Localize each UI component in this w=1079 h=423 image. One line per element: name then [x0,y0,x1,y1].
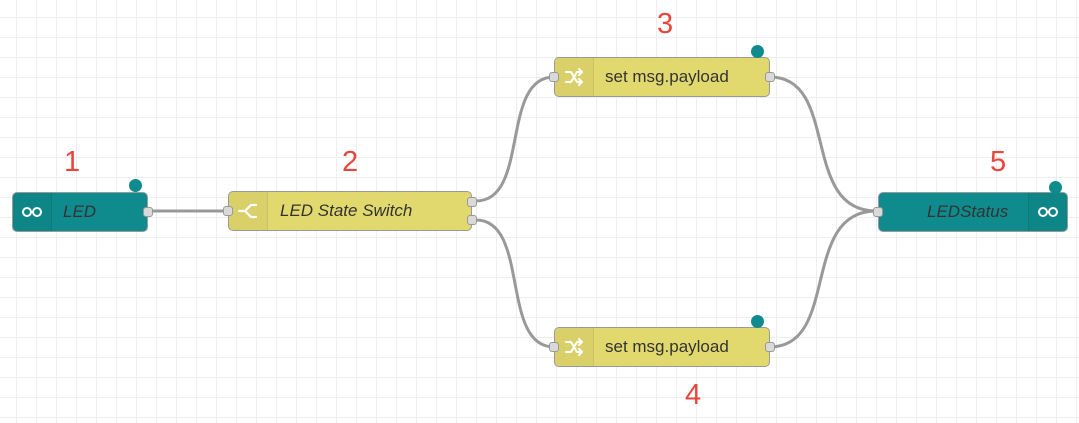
annotation-4: 4 [685,379,702,411]
led-state-switch-node[interactable]: LED State Switch [223,191,477,231]
ledstatus-output-node[interactable]: LEDStatus [873,181,1068,232]
input-port[interactable] [549,342,559,352]
status-dot [1049,181,1062,194]
switch-icon [237,203,258,219]
output-port[interactable] [143,207,153,217]
node-icon-area [555,58,594,96]
node-icon-area [555,328,594,366]
change-node-bottom[interactable]: set msg.payload [549,315,775,367]
node-icon-area [229,192,268,230]
arduino-icon [1038,207,1058,217]
node-icon-area [1028,193,1067,231]
node-icon-area [13,193,52,231]
input-port[interactable] [873,207,883,217]
output-port[interactable] [765,72,775,82]
output-port-1[interactable] [467,197,477,207]
led-input-node[interactable]: LED [12,179,153,232]
annotation-5: 5 [990,146,1007,178]
input-port[interactable] [549,72,559,82]
wire-change-top-to-ledstatus[interactable] [769,75,877,213]
annotation-2: 2 [342,146,359,178]
shuffle-icon [565,338,583,356]
status-dot [751,45,764,58]
annotation-1: 1 [64,146,81,178]
input-port[interactable] [223,206,233,216]
status-dot [129,179,142,192]
annotation-3: 3 [657,8,674,40]
wire-switch-to-change-bottom[interactable] [475,218,555,349]
output-port[interactable] [765,342,775,352]
shuffle-icon [565,68,583,86]
wire-switch-to-change-top[interactable] [475,75,555,203]
node-label: set msg.payload [605,337,729,356]
arduino-icon [22,207,42,217]
node-label: LED State Switch [280,201,413,220]
node-label: set msg.payload [605,67,729,86]
wire-change-bottom-to-ledstatus[interactable] [769,209,877,349]
node-label: LEDStatus [927,202,1009,221]
node-label: LED [63,202,97,221]
status-dot [751,315,764,328]
change-node-top[interactable]: set msg.payload [549,45,775,97]
output-port-2[interactable] [467,215,477,225]
